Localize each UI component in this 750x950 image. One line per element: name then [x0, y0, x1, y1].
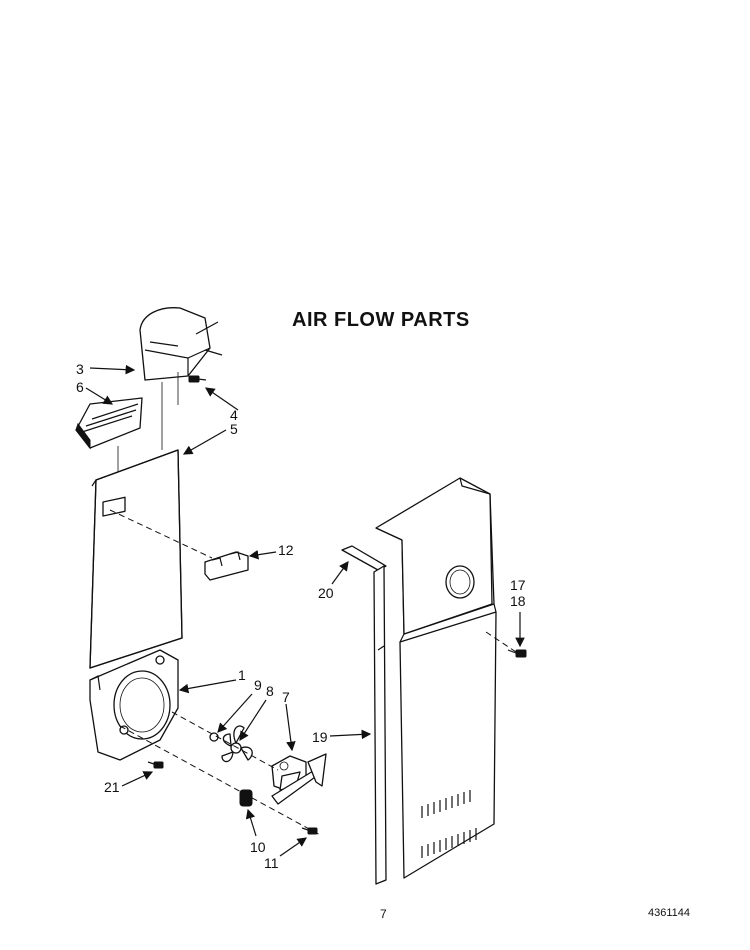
part-21-screw: [147, 761, 164, 769]
callout-21: 21: [104, 779, 120, 795]
part-17-18-screw: [507, 649, 527, 658]
callout-6: 6: [76, 379, 84, 395]
callout-20: 20: [318, 585, 334, 601]
callout-17: 17: [510, 577, 526, 593]
callout-5: 5: [230, 421, 238, 437]
callout-19: 19: [312, 729, 328, 745]
callout-1: 1: [238, 667, 246, 683]
part-5-evaporator-cover: [89, 449, 183, 669]
leader-arrows: [85, 364, 525, 857]
part-code: 4361144: [648, 907, 691, 919]
callout-3: 3: [76, 361, 84, 377]
callout-10: 10: [250, 839, 266, 855]
callout-4: 4: [230, 407, 238, 423]
callout-9: 9: [254, 677, 262, 693]
part-4-screw: [188, 375, 207, 383]
part-12-bracket: [204, 551, 249, 581]
part-1-fan-shroud: [89, 649, 179, 761]
panel-vent-slots: [421, 790, 477, 858]
part-8-fan-blade: [221, 725, 253, 763]
callout-7: 7: [282, 689, 290, 705]
part-20-gasket: [341, 545, 387, 571]
callout-11: 11: [264, 855, 279, 871]
callout-8: 8: [266, 683, 274, 699]
part-3-duct-cover: [139, 307, 223, 381]
callout-18: 18: [510, 593, 526, 609]
part-6-grille: [75, 397, 143, 450]
rear-air-panel: [375, 477, 497, 879]
diagram-title: AIR FLOW PARTS: [292, 309, 470, 331]
page-number: 7: [380, 907, 387, 921]
part-7-fan-motor: [271, 753, 327, 805]
callout-12: 12: [278, 542, 294, 558]
part-19-side-channel: [373, 565, 387, 885]
part-10-grommet: [239, 789, 253, 807]
